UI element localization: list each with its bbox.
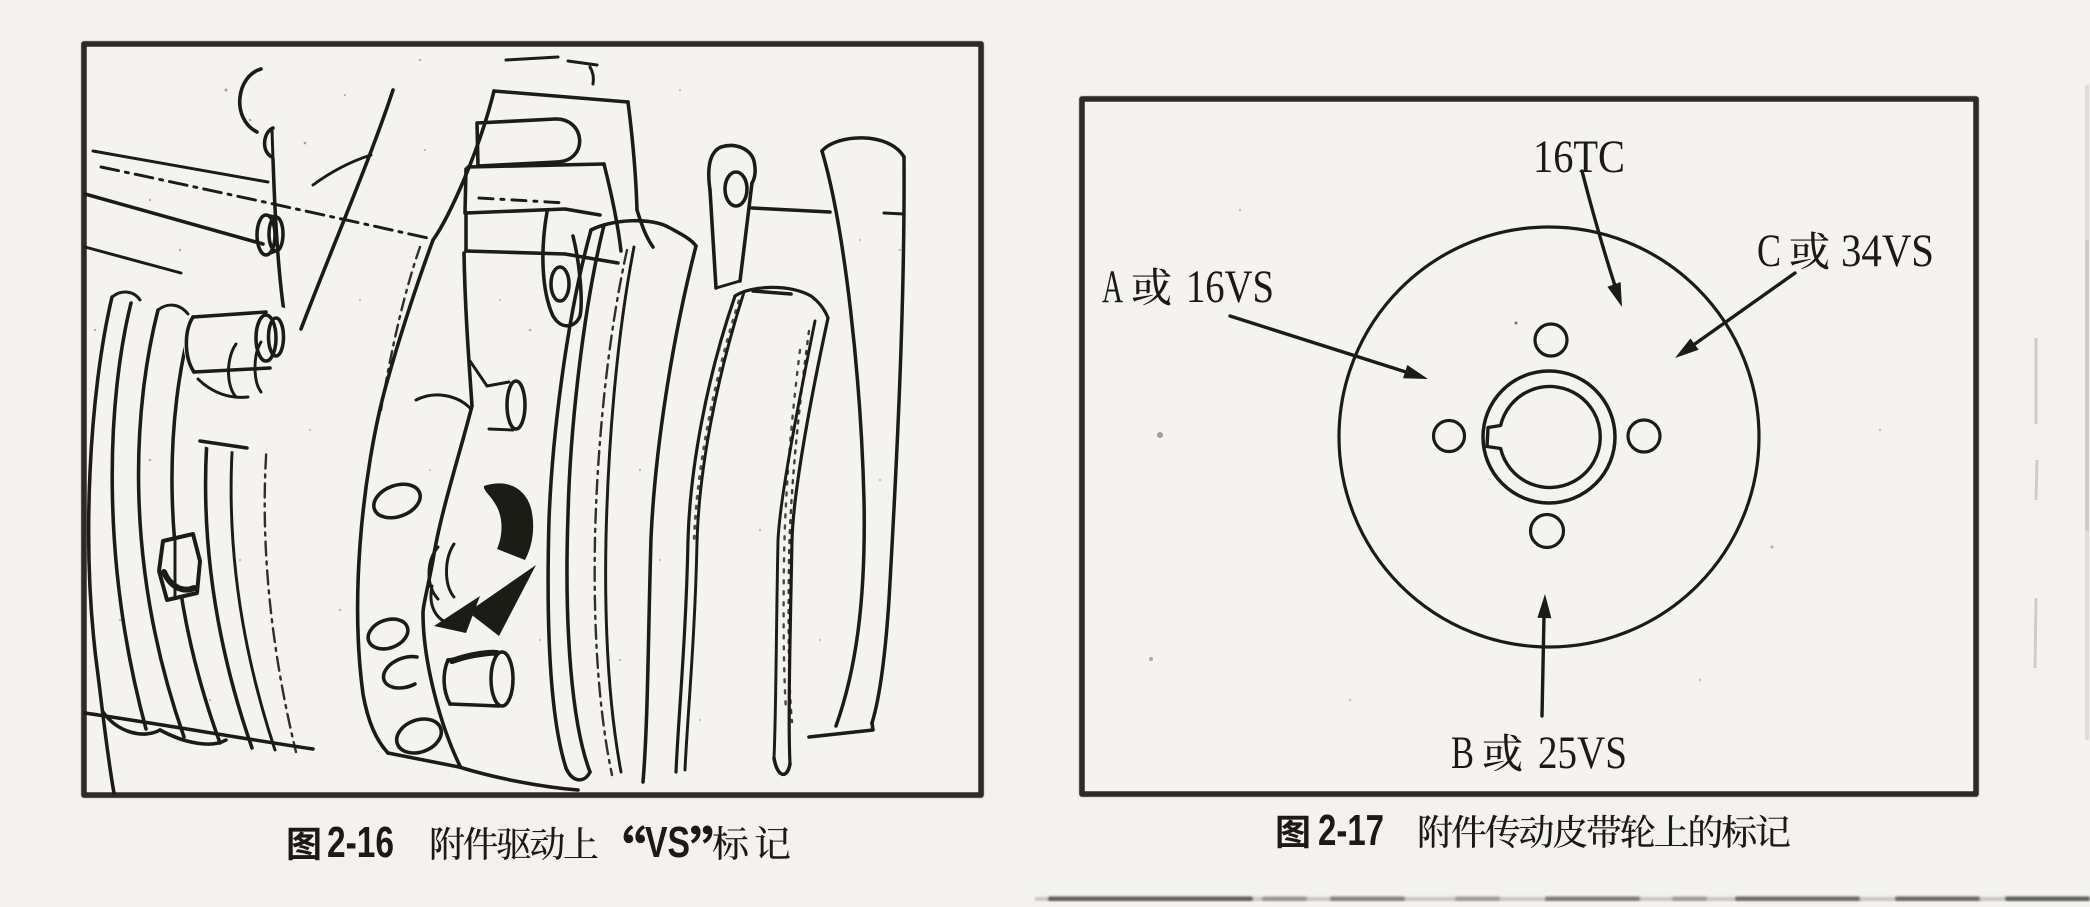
svg-text:VS: VS	[645, 818, 690, 867]
svg-text:16TC: 16TC	[1533, 131, 1625, 183]
svg-text:34VS: 34VS	[1841, 225, 1934, 277]
svg-text:2-17: 2-17	[1318, 806, 1384, 855]
svg-text:16VS: 16VS	[1186, 261, 1274, 313]
svg-text:2-16: 2-16	[327, 818, 394, 867]
svg-text:B: B	[1451, 727, 1474, 779]
svg-text:25VS: 25VS	[1538, 727, 1627, 779]
svg-text:A: A	[1102, 261, 1123, 313]
svg-text:C: C	[1757, 225, 1781, 277]
